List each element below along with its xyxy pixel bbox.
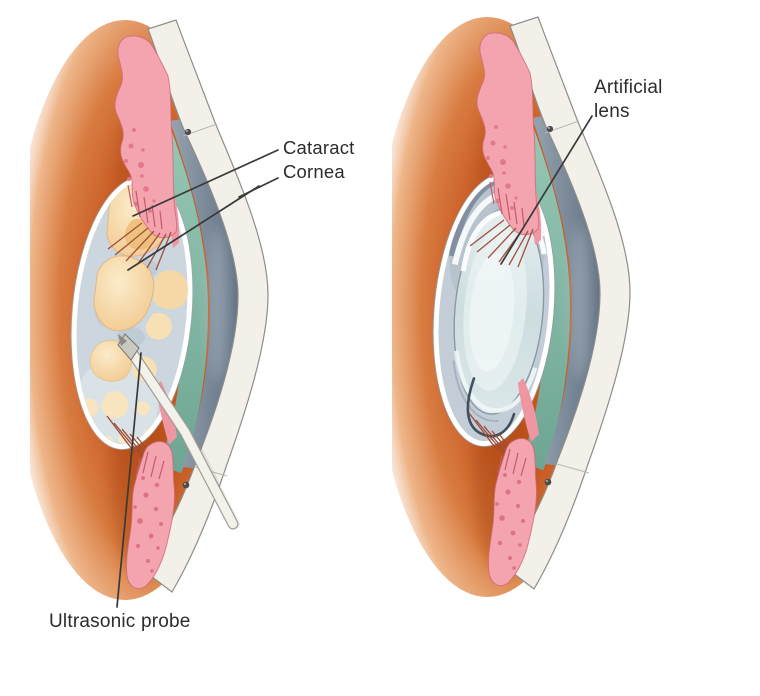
ultrasonic-probe-leader-line (116, 352, 142, 608)
ciliary-body-teal (502, 105, 571, 471)
iris-lower (468, 378, 539, 587)
eye-with-cataract-illustration (30, 19, 269, 600)
artificial-lens-label: Artificial lens (594, 77, 663, 122)
iris-stipple (495, 473, 525, 570)
ciliary-striations-bottom (497, 448, 527, 477)
ultrasonic-probe-label: Ultrasonic probe (49, 611, 191, 632)
limbus-line-bottom (556, 463, 590, 474)
haptic-wire (466, 377, 516, 438)
cataract-label: Cataract (283, 137, 355, 158)
cataract-leader-line (132, 149, 279, 217)
cataract-leader-line-2 (127, 185, 260, 271)
iris-upper (469, 32, 542, 268)
zonule-fibers-top (107, 222, 172, 271)
iris-stipple (133, 476, 163, 573)
sclera-cornea-band (504, 16, 631, 590)
artificial-lens-leader-line (500, 115, 593, 265)
cornea-label: Cornea (283, 161, 345, 182)
ultrasonic-probe-instrument (117, 333, 241, 530)
cornea-leader-line (238, 177, 279, 198)
iris-stipple (486, 125, 518, 210)
ciliary-striations-bottom (135, 451, 165, 480)
iris-stipple (124, 128, 156, 213)
iris-upper (107, 35, 180, 271)
eye-with-artificial-lens-illustration (392, 16, 631, 597)
ciliary-striations-top (489, 181, 525, 227)
